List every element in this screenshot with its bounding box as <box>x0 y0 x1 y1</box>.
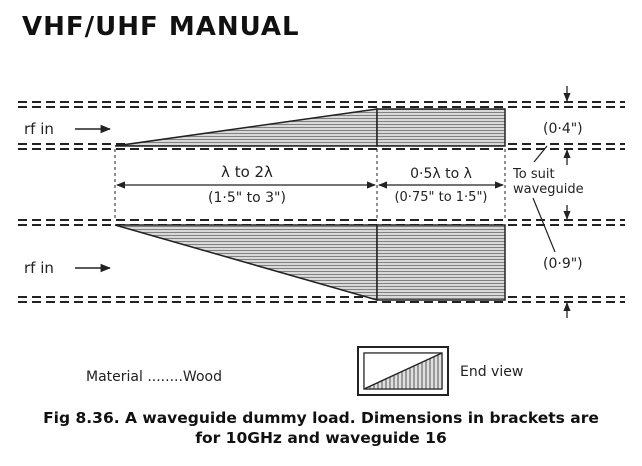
waveguide-label: waveguide <box>513 182 584 197</box>
block-length-10ghz-label: (0·75" to 1·5") <box>394 190 487 205</box>
top-tapered-wedge <box>114 108 378 147</box>
rf-in-label-bottom: rf in <box>24 259 54 277</box>
top-waveguide: rf in <box>18 101 625 150</box>
waveguide-wall-lines <box>18 101 625 150</box>
to-suit-label: To suit <box>512 167 555 182</box>
rf-in-label-top: rf in <box>24 120 54 138</box>
bottom-wood-block <box>376 224 506 301</box>
end-view-illustration <box>357 346 449 396</box>
end-view-label: End view <box>460 364 523 380</box>
bottom-tapered-wedge <box>114 224 378 301</box>
top-gap-label: (0·4") <box>543 121 583 137</box>
gap-dimensions: (0·4") To suit waveguide (0·9") <box>512 86 584 318</box>
manual-title: VHF/UHF MANUAL <box>22 12 300 42</box>
top-wood-block <box>376 108 506 147</box>
bottom-gap-label: (0·9") <box>543 256 583 272</box>
length-dimensions: λ to 2λ (1·5" to 3") 0·5λ to λ (0·75" to… <box>114 149 506 220</box>
figure-caption: Fig 8.36. A waveguide dummy load. Dimens… <box>0 408 642 448</box>
caption-line-2: for 10GHz and waveguide 16 <box>195 429 447 447</box>
taper-length-10ghz-label: (1·5" to 3") <box>208 190 286 206</box>
bottom-waveguide: rf in <box>18 219 625 303</box>
caption-line-1: Fig 8.36. A waveguide dummy load. Dimens… <box>43 409 599 427</box>
block-length-label: 0·5λ to λ <box>410 166 472 182</box>
taper-length-label: λ to 2λ <box>221 163 273 181</box>
material-label: Material ........Wood <box>86 369 222 385</box>
